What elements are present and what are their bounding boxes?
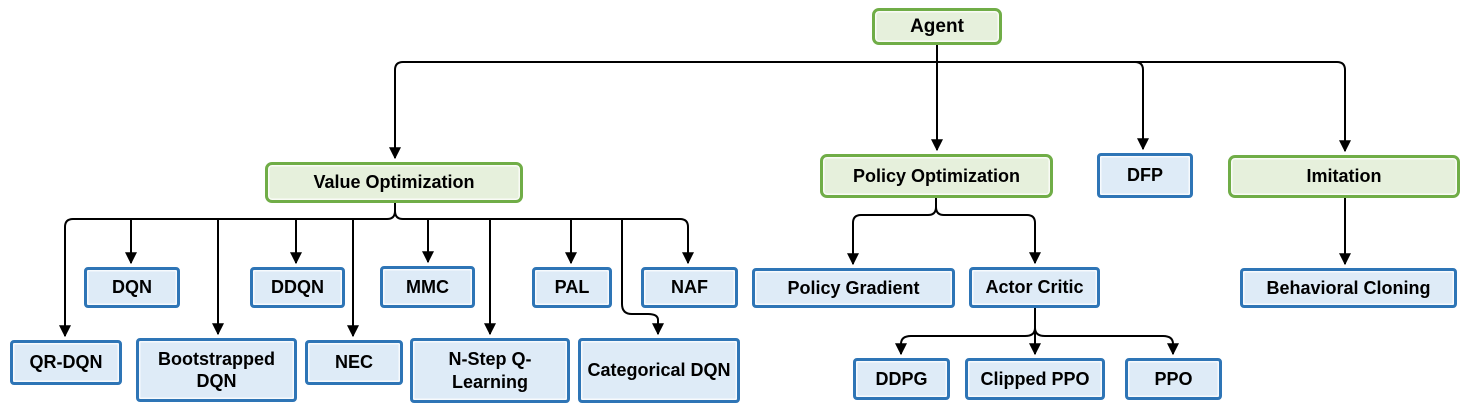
node-n-step-q-learning: N-Step Q-Learning [410, 338, 570, 403]
node-behavioral-cloning: Behavioral Cloning [1240, 268, 1457, 308]
edge-policy-optimization-actor-critic [935, 198, 1041, 265]
node-bootstrapped-dqn: Bootstrapped DQN [136, 338, 297, 402]
node-nec: NEC [305, 340, 403, 385]
edge-policy-optimization-policy-gradient [847, 198, 937, 266]
node-policy-gradient: Policy Gradient [752, 268, 955, 308]
node-ppo: PPO [1125, 358, 1222, 400]
node-categorical-dqn: Categorical DQN [578, 338, 740, 403]
node-ddpg: DDPG [853, 358, 950, 400]
edge-actor-critic-ddpg [895, 308, 1036, 356]
node-clipped-ppo: Clipped PPO [965, 358, 1105, 400]
edge-value-optimization-categorical-dqn [621, 219, 664, 336]
edge-actor-critic-ppo [1034, 308, 1179, 356]
edge-agent-dfp [937, 61, 1149, 151]
node-actor-critic: Actor Critic [969, 267, 1100, 308]
edge-agent-value-optimization [389, 61, 937, 160]
node-pal: PAL [532, 267, 612, 308]
node-dfp: DFP [1097, 153, 1193, 198]
node-naf: NAF [641, 267, 738, 308]
node-mmc: MMC [380, 266, 475, 308]
node-policy-optimization: Policy Optimization [820, 154, 1053, 198]
node-ddqn: DDQN [250, 267, 345, 308]
node-dqn: DQN [84, 267, 180, 308]
edge-value-optimization-naf [394, 203, 694, 265]
node-imitation: Imitation [1228, 155, 1460, 198]
edge-agent-imitation [937, 61, 1351, 153]
node-value-optimization: Value Optimization [265, 162, 523, 203]
node-agent: Agent [872, 8, 1002, 45]
node-qr-dqn: QR-DQN [10, 340, 122, 385]
